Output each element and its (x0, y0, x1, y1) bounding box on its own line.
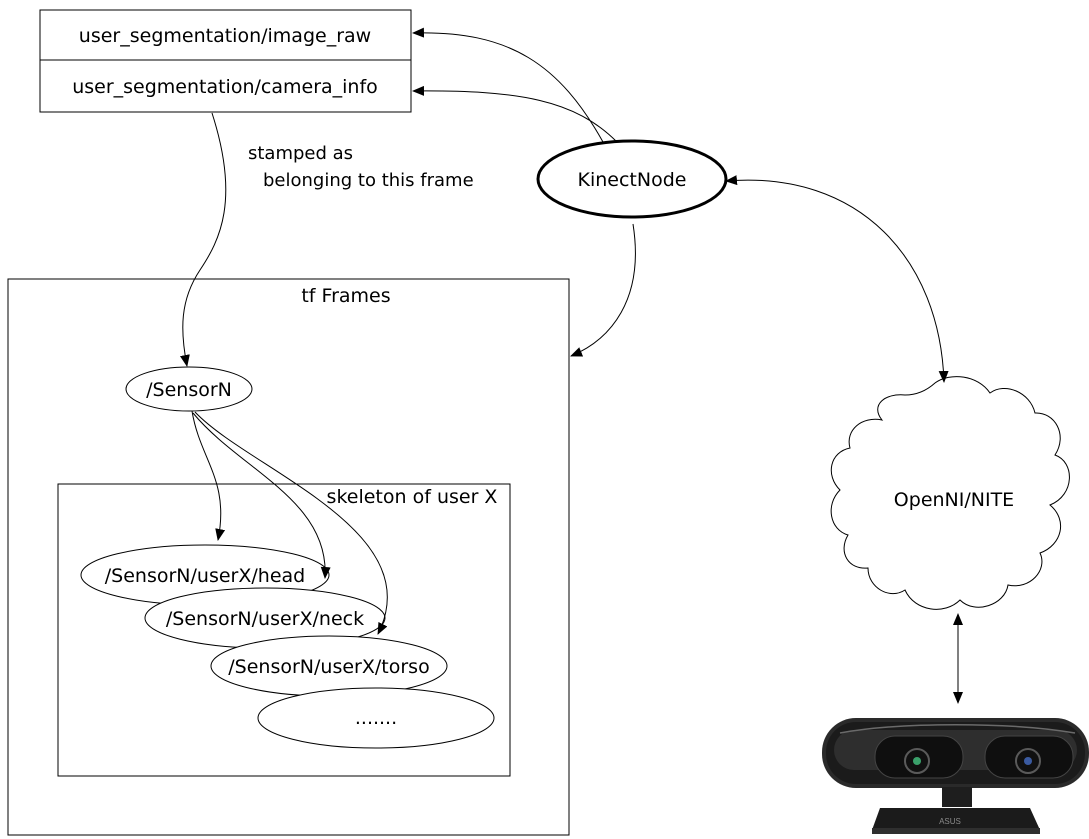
sensor-frame-label: /SensorN (146, 379, 232, 401)
svg-text:ASUS: ASUS (939, 817, 961, 826)
sensor-frame: /SensorN (125, 366, 253, 412)
frame-neck: /SensorN/userX/neck (144, 587, 386, 649)
topic-camera-info-label: user_segmentation/camera_info (72, 76, 378, 98)
annotation-line-2: belonging to this frame (263, 170, 474, 191)
edge-camera-info-sensor (179, 112, 227, 367)
tf-frames-label: tf Frames (301, 285, 390, 307)
frame-torso-label: /SensorN/userX/torso (228, 656, 429, 678)
kinect-sensor-icon: ASUS (822, 718, 1089, 834)
edge-sensor-torso (194, 411, 388, 635)
kinect-node: KinectNode (536, 139, 728, 219)
kinect-node-label: KinectNode (578, 169, 687, 191)
frame-neck-label: /SensorN/userX/neck (166, 608, 364, 630)
frame-torso: /SensorN/userX/torso (210, 635, 448, 697)
topic-image-raw: user_segmentation/image_raw (39, 9, 412, 61)
edge-kinect-tf-frames (570, 223, 636, 357)
topic-camera-info: user_segmentation/camera_info (39, 59, 412, 113)
skeleton-label: skeleton of user X (327, 486, 498, 508)
frame-more: ....... (257, 687, 495, 749)
edge-kinect-image-raw (412, 27, 604, 143)
frame-more-label: ....... (355, 707, 397, 729)
edge-sensor-head (191, 410, 226, 541)
annotation-line-1: stamped as (248, 143, 353, 164)
edge-sensor-neck (192, 412, 331, 579)
skeleton-box: skeleton of user X (57, 483, 511, 777)
edge-kinect-camera-info (412, 85, 618, 143)
openni-label: OpenNI/NITE (894, 489, 1014, 511)
edge-kinect-openni (725, 175, 949, 383)
frame-head-label: /SensorN/userX/head (105, 565, 305, 587)
openni-cloud: OpenNI/NITE (830, 376, 1070, 610)
topic-image-raw-label: user_segmentation/image_raw (79, 25, 371, 47)
